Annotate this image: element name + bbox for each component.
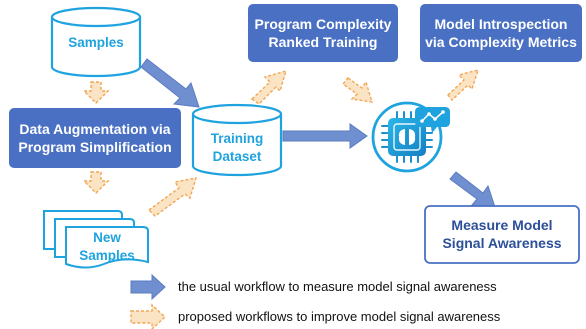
dashed-arrow-dataset-to-complexity	[250, 69, 288, 105]
new-samples-line2: Samples	[79, 248, 135, 263]
dashed-arrow-samples-to-augmentation	[82, 81, 110, 104]
legend-proposed-text: proposed workflows to improve model sign…	[178, 309, 501, 324]
training-dataset-label: Training Dataset	[193, 130, 281, 166]
program-complexity-line2: Ranked Training	[268, 34, 378, 50]
chart-badge-icon	[415, 107, 450, 133]
dashed-arrow-augmentation-to-new-samples	[82, 171, 110, 194]
new-samples-line1: New	[93, 230, 121, 245]
measure-box-border	[424, 205, 580, 264]
measure-model-line2: Signal Awareness	[442, 235, 562, 251]
training-dataset-line1: Training	[210, 131, 264, 146]
solid-arrow-samples-to-dataset	[140, 58, 200, 108]
legend-usual-text: the usual workflow to measure model sign…	[178, 279, 497, 294]
data-augmentation-line2: Program Simplification	[18, 139, 172, 155]
program-complexity-line1: Program Complexity	[254, 16, 392, 32]
new-samples-document-stack-icon	[43, 210, 149, 269]
data-augmentation-box: Data Augmentation via Program Simplifica…	[9, 108, 181, 168]
legend-solid-arrow-icon	[130, 273, 166, 301]
model-introspection-line2: via Complexity Metrics	[425, 34, 577, 50]
data-augmentation-line1: Data Augmentation via	[19, 121, 171, 137]
dashed-arrow-model-to-introspection	[447, 68, 480, 102]
dashed-arrow-complexity-to-model	[341, 77, 373, 103]
solid-arrow-model-to-measure	[449, 171, 496, 208]
training-dataset-line2: Dataset	[212, 149, 262, 164]
measure-model-label: Measure Model Signal Awareness	[425, 216, 579, 252]
program-complexity-box: Program Complexity Ranked Training	[248, 4, 398, 62]
training-dataset-database-icon	[191, 103, 283, 177]
measure-model-line1: Measure Model	[451, 217, 553, 233]
model-introspection-box: Model Introspection via Complexity Metri…	[420, 4, 582, 62]
samples-label: Samples	[52, 34, 140, 52]
solid-arrow-dataset-to-model	[282, 123, 368, 149]
samples-text: Samples	[68, 35, 124, 50]
new-samples-label: New Samples	[66, 229, 148, 265]
model-introspection-line1: Model Introspection	[434, 16, 568, 32]
dashed-arrow-new-samples-to-dataset	[147, 177, 198, 217]
samples-database-icon	[50, 6, 142, 78]
legend-dashed-arrow-icon	[130, 303, 167, 329]
